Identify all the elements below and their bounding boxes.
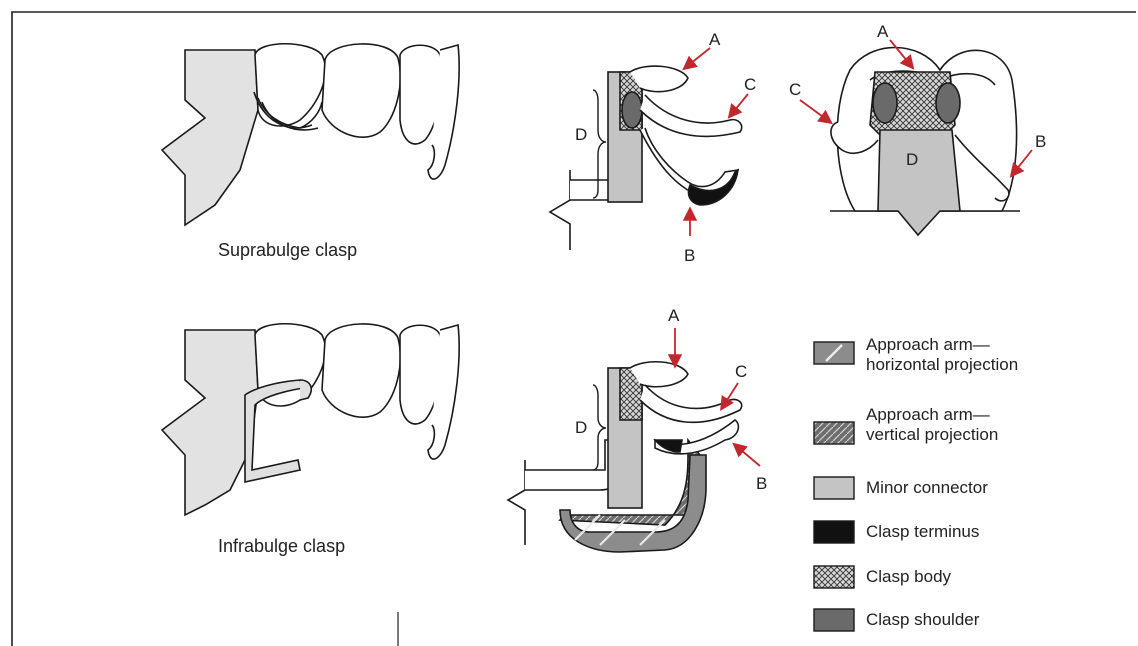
legend-approach-horizontal: Approach arm— horizontal projection [866,335,1018,375]
label-b-supra-mid: B [684,246,695,266]
legend-clasp-shoulder: Clasp shoulder [866,610,979,630]
label-c-supra-right: C [789,80,801,100]
infrabulge-clasp-view [508,362,742,552]
label-a-supra-right: A [877,22,888,42]
label-a-infra-mid: A [668,306,679,326]
legend-clasp-body: Clasp body [866,567,951,587]
swatch-clasp-body [814,566,854,588]
legend-clasp-terminus: Clasp terminus [866,522,979,542]
legend-approach-vertical: Approach arm— vertical projection [866,405,998,445]
suprabulge-clasp-view [550,66,742,250]
suprabulge-teeth-view [162,44,459,225]
label-c-infra-mid: C [735,362,747,382]
label-d-supra-right: D [906,150,918,170]
label-c-supra-mid: C [744,75,756,95]
legend-swatches [814,342,854,631]
swatch-clasp-terminus [814,521,854,543]
infrabulge-teeth-view [162,324,459,515]
swatch-minor-connector [814,477,854,499]
legend-approach-horizontal-line1: Approach arm— [866,335,1018,355]
label-b-supra-right: B [1035,132,1046,152]
label-d-supra-mid: D [575,125,587,145]
legend-approach-horizontal-line2: horizontal projection [866,355,1018,375]
label-a-supra-mid: A [709,30,720,50]
label-b-infra-mid: B [756,474,767,494]
label-d-infra-mid: D [575,418,587,438]
legend-minor-connector: Minor connector [866,478,988,498]
legend-approach-vertical-line2: vertical projection [866,425,998,445]
infrabulge-caption: Infrabulge clasp [218,536,345,557]
denture-base-gray [162,50,258,225]
swatch-clasp-shoulder [814,609,854,631]
swatch-approach-vertical [814,422,854,444]
suprabulge-frontal-view [830,48,1020,236]
suprabulge-caption: Suprabulge clasp [218,240,357,261]
legend-approach-vertical-line1: Approach arm— [866,405,998,425]
